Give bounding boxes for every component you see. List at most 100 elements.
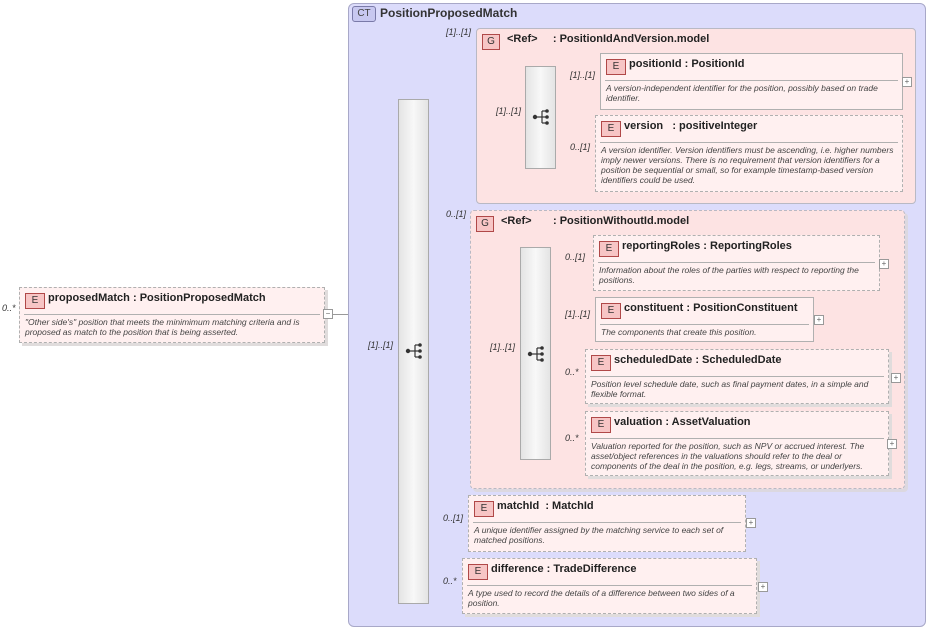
element-title: scheduledDate : ScheduledDate [614, 354, 782, 366]
root-cardinality: 0..* [2, 303, 16, 313]
version-cardinality: 0..[1] [570, 142, 591, 152]
element-name: matchId [497, 500, 540, 512]
element-description: A version identifier. Version identifier… [601, 145, 894, 185]
expand-button[interactable]: + [887, 439, 897, 449]
element-description: The components that create this position… [601, 327, 757, 337]
group-badge: G [482, 34, 500, 50]
expand-button[interactable]: + [902, 77, 912, 87]
element-type: : AssetValuation [665, 416, 751, 428]
complex-type-badge: CT [352, 6, 376, 22]
group-title: <Ref> : PositionWithoutId.model [501, 215, 689, 227]
version-element[interactable]: E version : positiveInteger A version id… [595, 115, 903, 192]
valuation-cardinality: 0..* [565, 433, 579, 443]
match-id-cardinality: 0..[1] [443, 513, 464, 523]
difference-element[interactable]: E difference : TradeDifference A type us… [462, 558, 757, 614]
constituent-element[interactable]: E constituent : PositionConstituent The … [595, 297, 814, 342]
proposed-match-element[interactable]: E proposedMatch : PositionProposedMatch … [19, 287, 325, 343]
match-id-element[interactable]: E matchId : MatchId A unique identifier … [468, 495, 746, 552]
element-title: valuation : AssetValuation [614, 416, 751, 428]
element-title: constituent : PositionConstituent [624, 302, 798, 314]
element-badge: E [606, 59, 626, 75]
element-description: A unique identifier assigned by the matc… [474, 525, 724, 545]
element-type: : ReportingRoles [703, 240, 792, 252]
main-sequence-compositor[interactable] [398, 99, 429, 604]
element-separator [598, 262, 875, 263]
group-ref: <Ref> [507, 33, 538, 45]
element-separator [600, 142, 898, 143]
scheduled-date-cardinality: 0..* [565, 367, 579, 377]
expand-button[interactable]: + [758, 582, 768, 592]
element-badge: E [599, 241, 619, 257]
position-id-cardinality: [1]..[1] [570, 70, 596, 80]
element-type: : PositionProposedMatch [132, 292, 266, 304]
group2-cardinality: 0..[1] [446, 209, 467, 219]
group-name: : PositionIdAndVersion.model [552, 33, 710, 45]
element-badge: E [474, 501, 494, 517]
element-type: : ScheduledDate [695, 354, 782, 366]
element-separator [590, 438, 884, 439]
position-id-element[interactable]: E positionId : PositionId A version-inde… [600, 53, 903, 110]
element-separator [605, 80, 898, 81]
element-badge: E [601, 121, 621, 137]
element-badge: E [591, 355, 611, 371]
element-name: positionId [629, 58, 682, 70]
group1-sequence-compositor[interactable] [525, 66, 556, 169]
element-badge: E [591, 417, 611, 433]
group-name: : PositionWithoutId.model [552, 215, 690, 227]
element-title: positionId : PositionId [629, 58, 745, 70]
expand-button[interactable]: + [814, 315, 824, 325]
element-name: proposedMatch [48, 292, 130, 304]
element-description: Position level schedule date, such as fi… [591, 379, 869, 399]
element-name: scheduledDate [614, 354, 693, 366]
element-title: version : positiveInteger [624, 120, 757, 132]
element-title: matchId : MatchId [497, 500, 594, 512]
element-type: : PositionId [684, 58, 745, 70]
reporting-roles-element[interactable]: E reportingRoles : ReportingRoles Inform… [593, 235, 880, 291]
expand-button[interactable]: + [746, 518, 756, 528]
element-separator [24, 314, 320, 315]
element-separator [473, 522, 741, 523]
element-type: : positiveInteger [672, 120, 758, 132]
group2-sequence-compositor[interactable] [520, 247, 551, 460]
expand-button[interactable]: + [879, 259, 889, 269]
element-badge: E [25, 293, 45, 309]
element-separator [467, 585, 752, 586]
difference-cardinality: 0..* [443, 576, 457, 586]
element-name: valuation [614, 416, 663, 428]
element-title: proposedMatch : PositionProposedMatch [48, 292, 266, 304]
element-separator [600, 324, 809, 325]
element-name: difference [491, 563, 544, 575]
element-description: Valuation reported for the position, suc… [591, 441, 865, 471]
element-name: constituent [624, 302, 684, 314]
element-badge: E [601, 303, 621, 319]
element-description: Information about the roles of the parti… [599, 265, 859, 285]
complex-type-title: PositionProposedMatch [380, 6, 518, 20]
sequence-icon [532, 109, 549, 125]
main-sequence-cardinality: [1]..[1] [368, 340, 394, 350]
group1-sequence-cardinality: [1]..[1] [496, 106, 522, 116]
element-description: "Other side's" position that meets the m… [25, 317, 300, 337]
group-badge: G [476, 216, 494, 232]
group2-sequence-cardinality: [1]..[1] [490, 342, 516, 352]
connector-line [333, 314, 348, 315]
element-name: reportingRoles [622, 240, 701, 252]
element-separator [590, 376, 884, 377]
element-description: A type used to record the details of a d… [468, 588, 735, 608]
scheduled-date-element[interactable]: E scheduledDate : ScheduledDate Position… [585, 349, 889, 404]
sequence-icon [527, 346, 544, 362]
expand-button[interactable]: + [891, 373, 901, 383]
element-description: A version-independent identifier for the… [606, 83, 878, 103]
element-title: reportingRoles : ReportingRoles [622, 240, 792, 252]
collapse-toggle-button[interactable]: − [323, 309, 333, 319]
element-name: version [624, 120, 664, 132]
valuation-element[interactable]: E valuation : AssetValuation Valuation r… [585, 411, 889, 476]
element-title: difference : TradeDifference [491, 563, 637, 575]
group1-cardinality: [1]..[1] [446, 27, 472, 37]
constituent-cardinality: [1]..[1] [565, 309, 591, 319]
element-type: : TradeDifference [546, 563, 637, 575]
element-type: : MatchId [545, 500, 594, 512]
element-badge: E [468, 564, 488, 580]
group-title: <Ref> : PositionIdAndVersion.model [507, 33, 709, 45]
element-type: : PositionConstituent [686, 302, 798, 314]
group-ref: <Ref> [501, 215, 532, 227]
